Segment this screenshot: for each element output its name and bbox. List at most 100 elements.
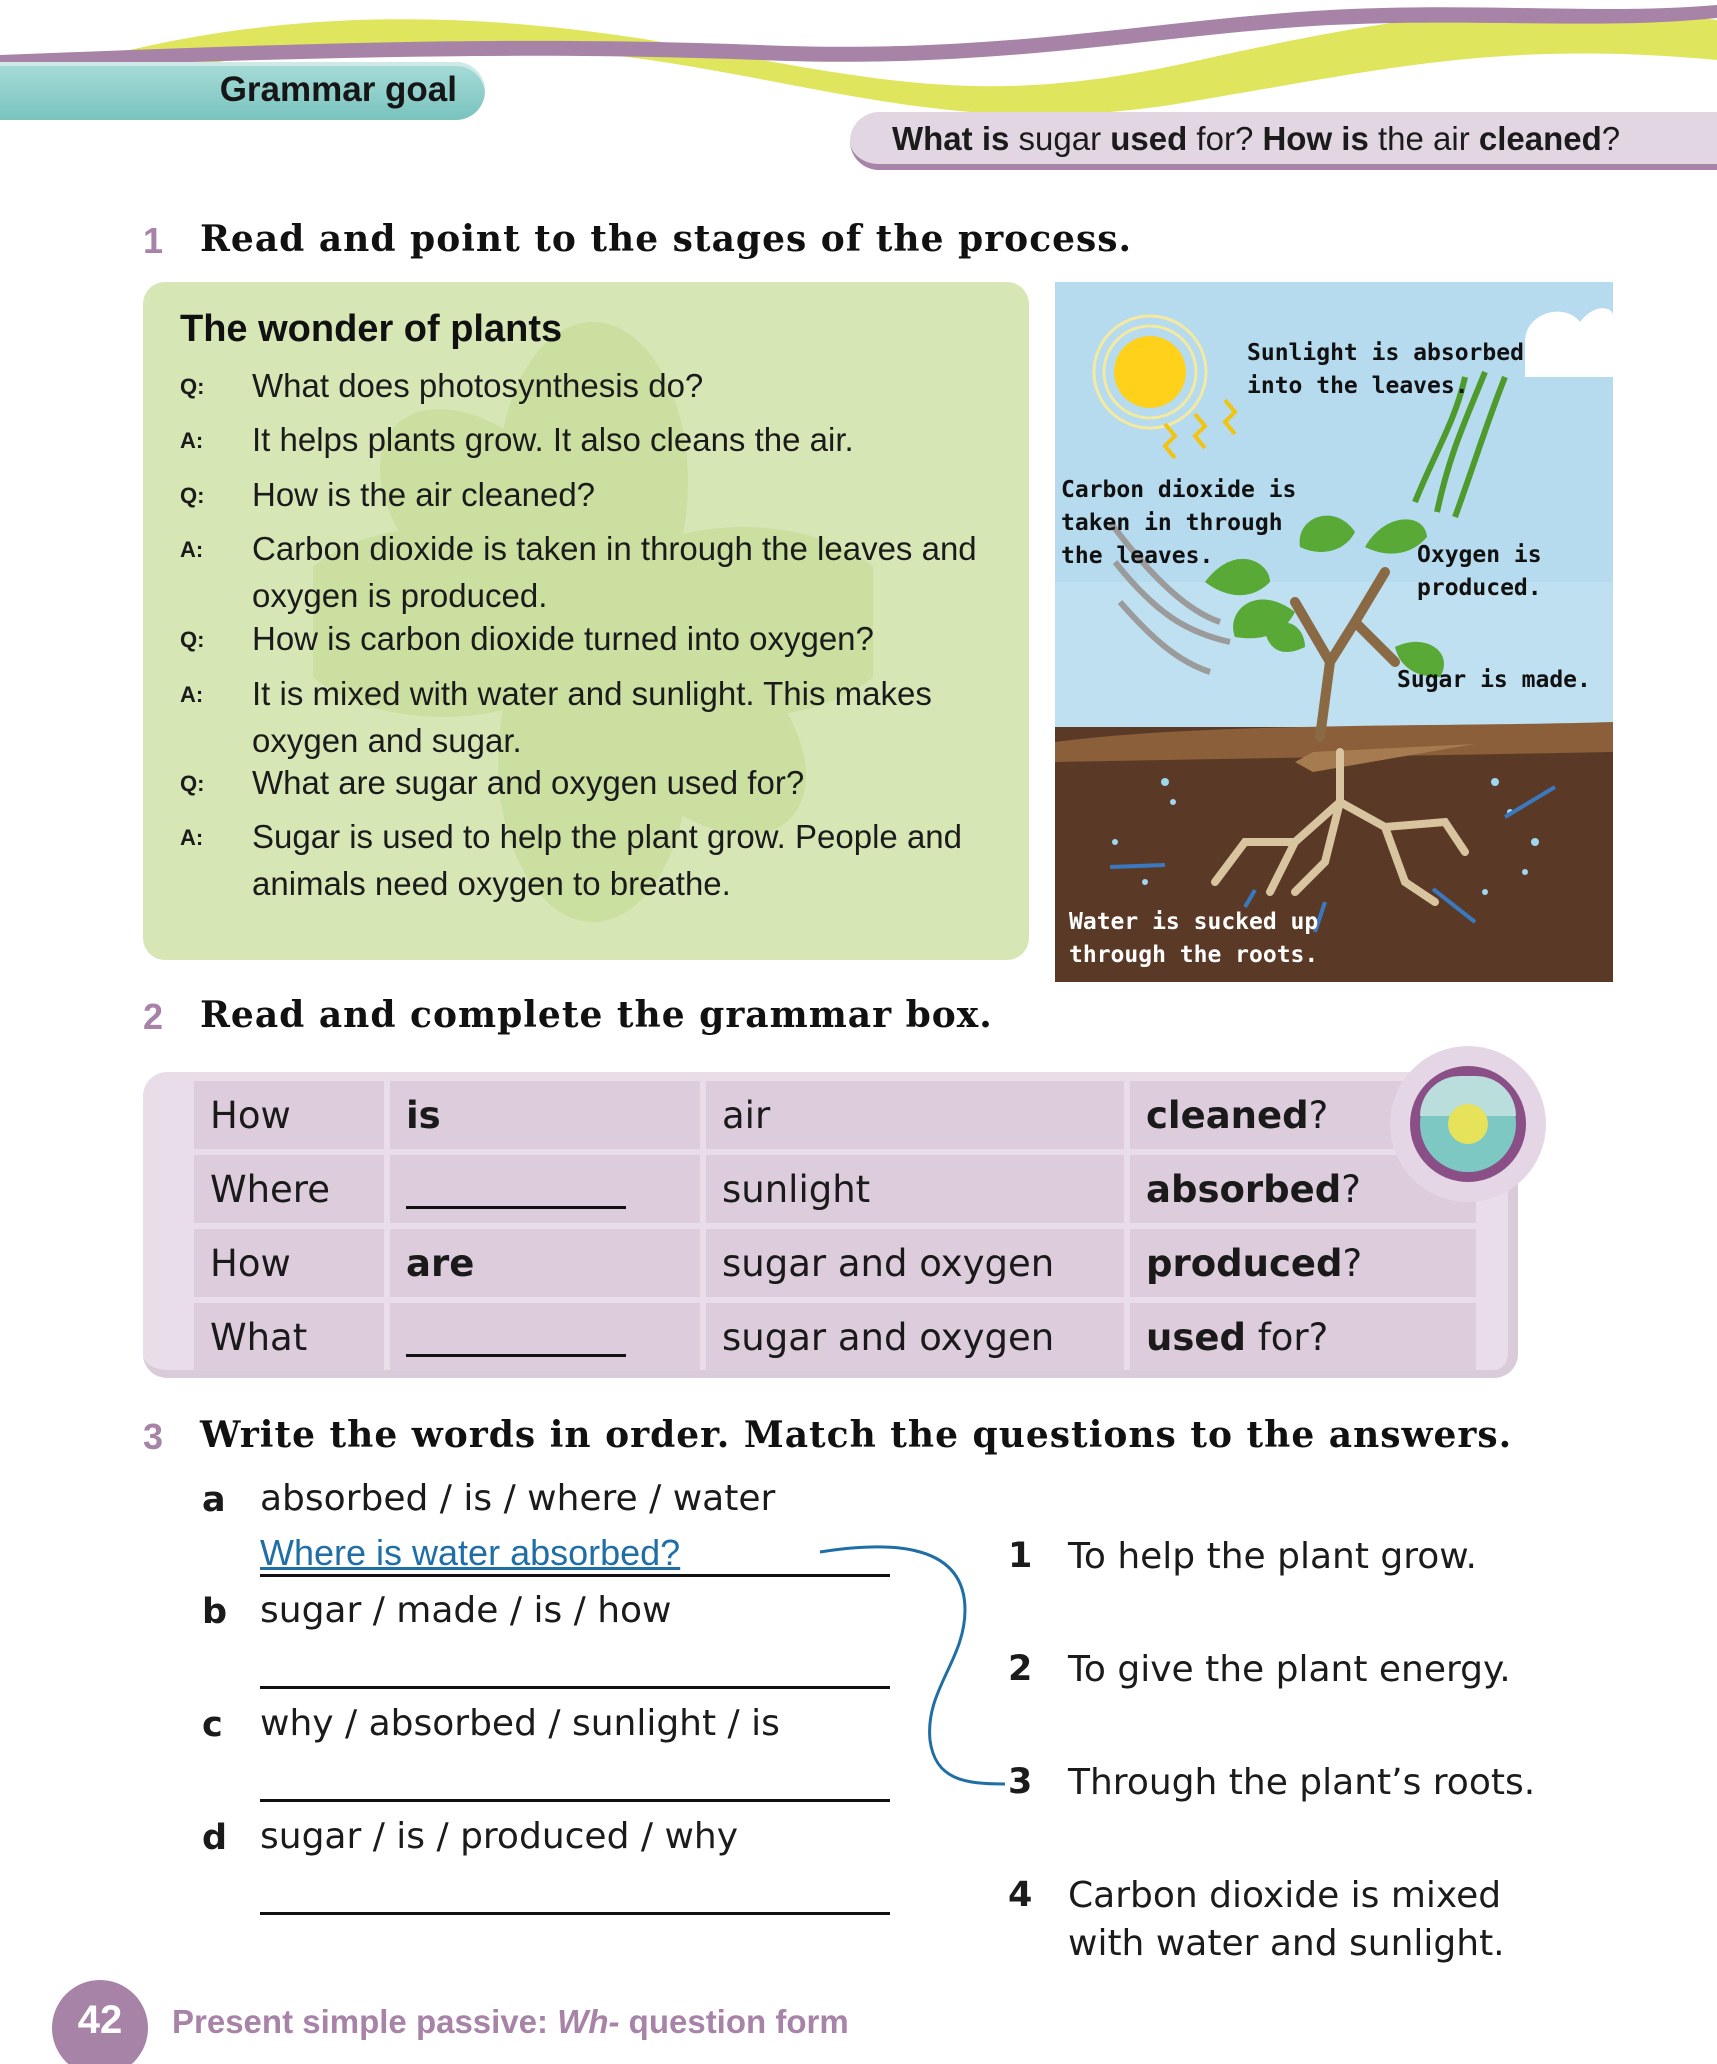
qa-list: Q: What does photosynthesis do? A: It helps…	[180, 362, 1020, 942]
answer-tag: A:	[180, 682, 204, 707]
section-1-title: Read and point to the stages of the proc…	[200, 218, 1133, 260]
answer-tag: A:	[180, 825, 204, 850]
footer-topic-prefix: Present simple passive:	[172, 2003, 558, 2040]
item-a-words: absorbed / is / where / water	[260, 1478, 776, 1519]
question-tag: Q:	[180, 771, 205, 796]
item-d-letter: d	[202, 1818, 228, 1858]
grammar-wh-word: Where	[194, 1155, 384, 1223]
answer-2-text: To give the plant energy.	[1068, 1649, 1511, 1690]
header-decoration	[0, 0, 1717, 120]
answer-1-text: To help the plant grow.	[1068, 1536, 1477, 1577]
label-sugar: Sugar is made.	[1397, 667, 1591, 693]
section-3-title: Write the words in order. Match the ques…	[200, 1414, 1513, 1456]
answer-text: Carbon dioxide is taken in through the l…	[252, 530, 977, 614]
answer-2-number: 2	[1008, 1649, 1033, 1689]
answer-3-number: 3	[1008, 1762, 1033, 1802]
footer-topic-italic: Wh-	[557, 2003, 620, 2040]
question-text: How is the air cleaned?	[252, 476, 596, 513]
grammar-wh-word: How	[194, 1081, 384, 1149]
question-tag: Q:	[180, 483, 205, 508]
page-number: 42	[77, 1998, 123, 2042]
grammar-verb: are	[390, 1229, 700, 1297]
grammar-tail: for?	[1245, 1315, 1329, 1359]
item-d-answer-line[interactable]	[260, 1912, 890, 1915]
goal-question-part: sugar	[1009, 120, 1111, 157]
grammar-subject: sugar and oxygen	[706, 1229, 1124, 1297]
item-b-answer-line[interactable]	[260, 1686, 890, 1689]
grammar-tail: ?	[1341, 1167, 1361, 1211]
grammar-goal-badge: Grammar goal	[0, 62, 485, 120]
answer-3-text: Through the plant’s roots.	[1068, 1762, 1536, 1803]
goal-question-part: What is	[892, 120, 1010, 157]
footer-topic-suffix: question form	[619, 2003, 849, 2040]
grammar-participle-cell: used for?	[1130, 1303, 1476, 1371]
answer-text: It helps plants grow. It also cleans the…	[252, 421, 854, 458]
grammar-verb-blank[interactable]	[390, 1155, 700, 1223]
item-c-words: why / absorbed / sunlight / is	[260, 1703, 780, 1744]
answer-tag: A:	[180, 428, 204, 453]
diagram-illustration	[1055, 282, 1614, 982]
label-water: Water is sucked up through the roots.	[1069, 909, 1319, 968]
fill-in-blank[interactable]	[406, 1321, 626, 1357]
panel-title: The wonder of plants	[180, 308, 563, 350]
grammar-goal-label: Grammar goal	[219, 70, 457, 109]
grammar-participle-cell: produced?	[1130, 1229, 1476, 1297]
grammar-subject: sugar and oxygen	[706, 1303, 1124, 1371]
item-b-letter: b	[202, 1592, 228, 1632]
answer-text: It is mixed with water and sunlight. Thi…	[252, 675, 932, 759]
label-oxygen: Oxygen is produced.	[1417, 542, 1542, 601]
answer-4-text: Carbon dioxide is mixed with water and s…	[1068, 1875, 1505, 1964]
section-2-title: Read and complete the grammar box.	[200, 994, 993, 1036]
goal-question-part: for?	[1187, 120, 1263, 157]
item-a-answer-line[interactable]	[260, 1574, 890, 1577]
answer-text: Sugar is used to help the plant grow. Pe…	[252, 818, 962, 902]
grammar-participle: used	[1146, 1315, 1246, 1359]
label-carbon-dioxide: Carbon dioxide is taken in through the l…	[1061, 477, 1297, 569]
grammar-badge-icon	[1390, 1046, 1546, 1202]
answer-4-number: 4	[1008, 1875, 1033, 1915]
label-sunlight: Sunlight is absorbed into the leaves.	[1247, 340, 1524, 399]
grammar-subject: sunlight	[706, 1155, 1124, 1223]
section-2-number: 2	[143, 996, 164, 1037]
section-3-number: 3	[143, 1416, 164, 1457]
fill-in-blank[interactable]	[406, 1173, 626, 1209]
question-tag: Q:	[180, 627, 205, 652]
item-c-letter: c	[202, 1705, 223, 1745]
answer-1-number: 1	[1008, 1536, 1033, 1576]
flower-watermark	[313, 322, 873, 922]
goal-question-part: How is	[1262, 120, 1369, 157]
goal-question-part: used	[1110, 120, 1188, 157]
grammar-participle: cleaned	[1146, 1093, 1309, 1137]
goal-question-part: cleaned	[1478, 120, 1602, 157]
item-a-answer: Where is water absorbed?	[260, 1532, 681, 1573]
grammar-verb-blank[interactable]	[390, 1303, 700, 1371]
item-a-letter: a	[202, 1480, 226, 1520]
question-text: What does photosynthesis do?	[252, 367, 704, 404]
question-tag: Q:	[180, 374, 205, 399]
footer-topic: Present simple passive: Wh- question for…	[172, 2003, 849, 2041]
goal-question-part: the air	[1368, 120, 1479, 157]
item-d-words: sugar / is / produced / why	[260, 1816, 739, 1857]
page-number-badge: 42	[52, 1980, 148, 2064]
item-c-answer-line[interactable]	[260, 1799, 890, 1802]
answer-tag: A:	[180, 537, 204, 562]
section-1-number: 1	[143, 220, 164, 261]
goal-question-text: What is sugar used for? How is the air c…	[892, 120, 1620, 158]
grammar-wh-word: How	[194, 1229, 384, 1297]
grammar-verb: is	[390, 1081, 700, 1149]
grammar-goal-question: What is sugar used for? How is the air c…	[850, 112, 1717, 170]
reading-panel	[143, 282, 1029, 960]
photosynthesis-diagram: Sunlight is absorbed into the leaves. Ca…	[1055, 282, 1614, 982]
grammar-participle: produced	[1146, 1241, 1343, 1285]
grammar-subject: air	[706, 1081, 1124, 1149]
question-text: How is carbon dioxide turned into oxygen…	[252, 620, 874, 657]
match-connector-line	[819, 1545, 1006, 1786]
question-text: What are sugar and oxygen used for?	[252, 764, 805, 801]
goal-question-part: ?	[1601, 120, 1621, 157]
item-b-words: sugar / made / is / how	[260, 1590, 672, 1631]
